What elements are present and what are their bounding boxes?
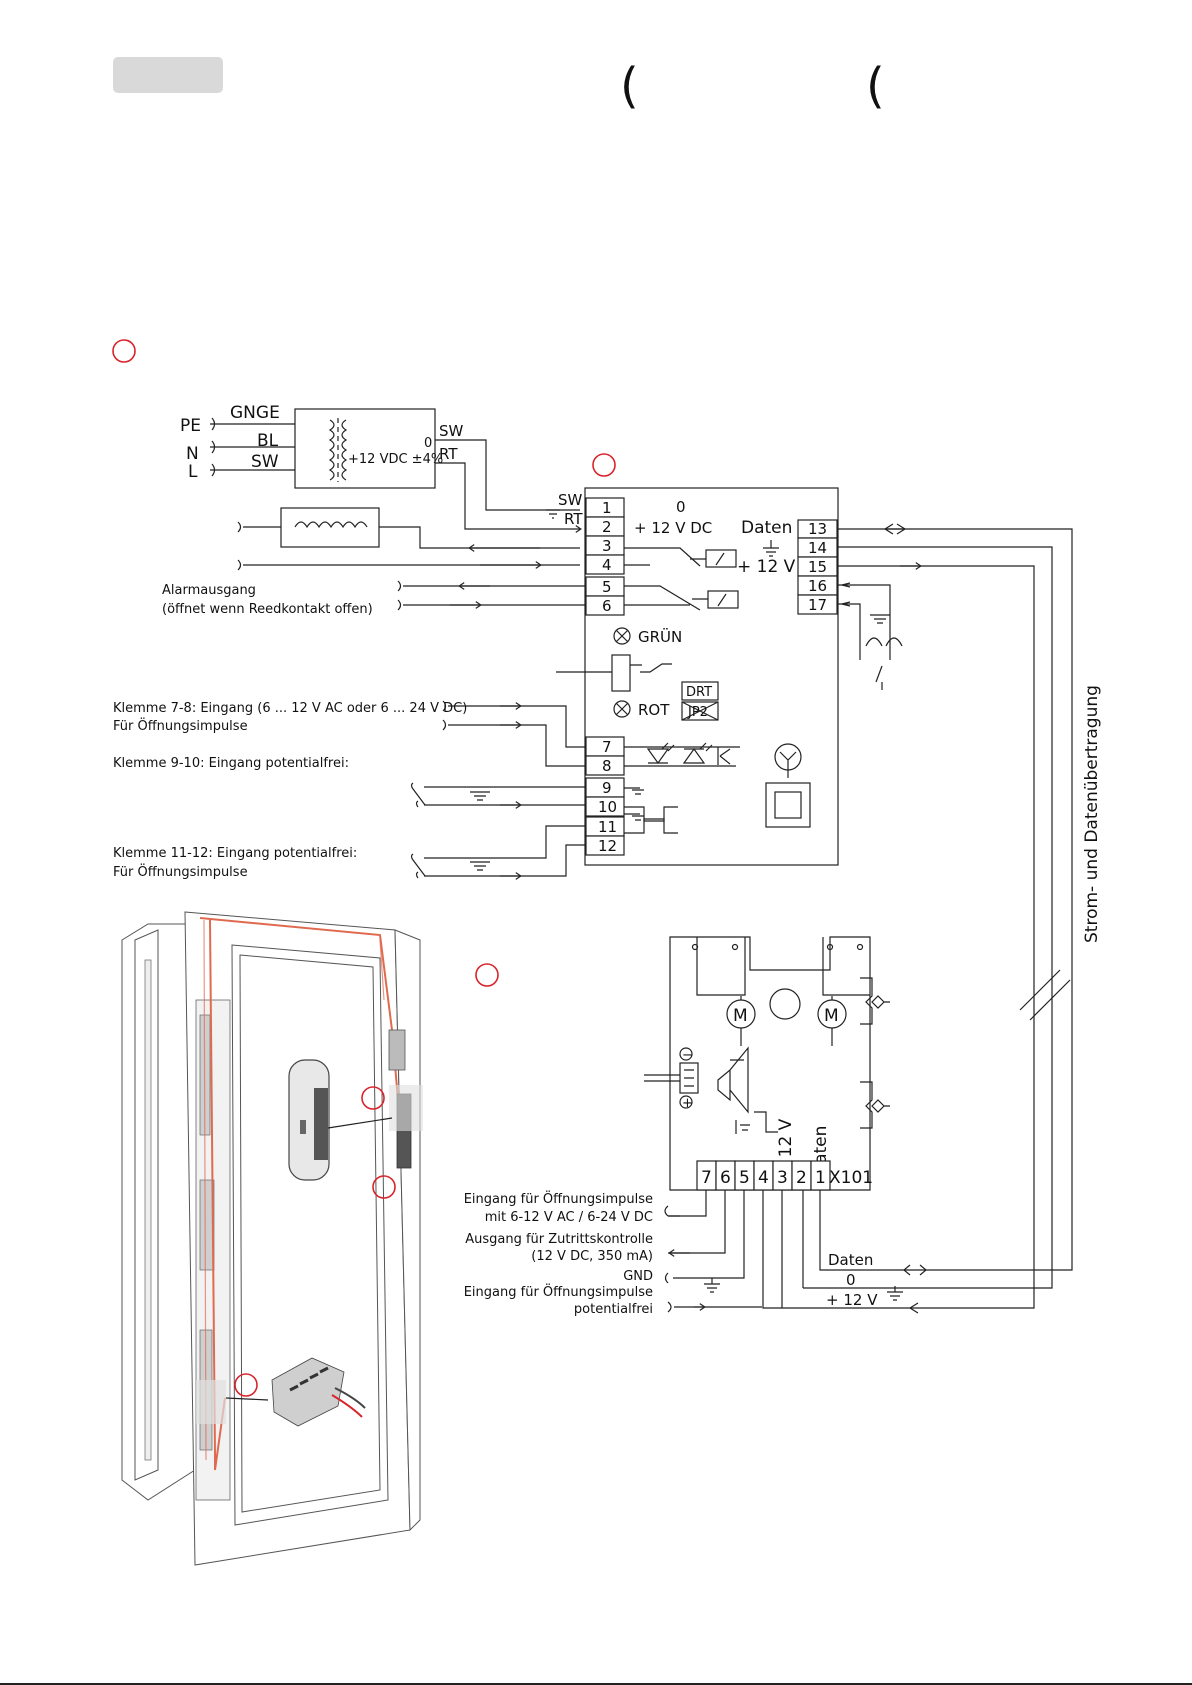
terminal-label: 5 [602,578,612,596]
motor-left-label: (12 V DC, 350 mA) [531,1249,653,1264]
terminal-label: 6 [720,1168,731,1188]
psu-terminal-pe: PE [180,416,201,436]
ctrl-left-terminals: 1 2 3 4 5 6 7 8 9 10 11 12 [585,497,625,856]
terminal-label: 12 [598,837,617,855]
ctrl-led-green: GRÜN [638,627,682,646]
ctrl-right-terminals: 13 14 15 16 17 [797,519,838,615]
ctrl-plus12-label: + 12 V [737,557,796,577]
psu-wire-bl: BL [257,431,279,451]
motor-left-label: Eingang für Öffnungsimpulse [464,1190,653,1207]
callout-circle [372,1175,396,1199]
terminal-label: 10 [598,798,617,816]
terminal-label: 11 [598,818,617,836]
terminal-label: 5 [739,1168,750,1188]
motor-bus-data: Daten [828,1251,873,1269]
callout-circle [234,1373,258,1397]
ctrl-zero-label: 0 [676,498,686,516]
terminal-label: 14 [808,539,827,557]
psu-out-wire-sw: SW [439,422,464,440]
input-annotations: Alarmausgang (öffnet wenn Reedkontakt of… [113,580,586,880]
ctrl-internals: GRÜN DRT JP2 ROT [556,547,811,834]
bus-lines: Strom- und Datenübertragung [780,523,1102,1314]
ctrl-led-red: ROT [638,701,670,719]
ctrl-data-label: Daten [741,518,792,538]
motor-left-label: potentialfrei [574,1302,653,1317]
terminal-label: 8 [602,757,612,775]
terminal-label: 15 [808,558,827,576]
motor-terminals: 7 6 5 4 3 2 1 [696,1160,831,1191]
header-tab [113,57,223,93]
terminal-label: 4 [602,556,612,574]
psu-wire-gnge: GNGE [230,403,280,423]
psu-terminal-n: N [186,444,199,464]
k1112-title: Klemme 11-12: Eingang potentialfrei: [113,846,357,861]
ctrl-supply-label: + 12 V DC [634,519,712,537]
callout-circle [112,339,136,363]
ctrl-wire-sw: SW [558,491,583,509]
terminal-label: 2 [796,1168,807,1188]
ctrl-jp2-label: JP2 [687,705,708,720]
k78-sub: Für Öffnungsimpulse [113,717,248,734]
terminal-label: 7 [701,1168,712,1188]
terminal-label: 13 [808,520,827,538]
header-paren-2: ( [866,58,885,114]
psu-terminal-l: L [188,462,198,482]
terminal-label: 2 [602,518,612,536]
door-illustration [121,911,423,1566]
motor-bus-plus12: + 12 V [826,1291,878,1309]
k78-title: Klemme 7-8: Eingang (6 ... 12 V AC oder … [113,701,467,716]
power-supply: PE N L GNGE BL SW 0 +12 VDC ±4% SW RT [180,403,582,533]
psu-wire-sw: SW [251,452,279,472]
terminal-label: 3 [777,1168,788,1188]
motor-left-label: Ausgang für Zutrittskontrolle [465,1232,653,1247]
alarm-title: Alarmausgang [162,583,256,598]
alarm-note: (öffnet wenn Reedkontakt offen) [162,602,373,617]
terminal-label: 1 [815,1168,826,1188]
terminal-label: 3 [602,537,612,555]
motor-x101: X101 [829,1168,873,1188]
motor-left-label: GND [623,1269,653,1284]
ctrl-wire-rt: RT [564,510,583,528]
psu-output-label: +12 VDC ±4% [348,452,443,467]
terminal-label: 6 [602,597,612,615]
motor-label: M [733,1006,748,1026]
callout-circle [361,1086,385,1110]
ctrl-drt-box [681,681,719,701]
terminal-label: 7 [602,738,612,756]
motor-plus: + [682,1096,693,1111]
choke-feed [237,507,580,571]
k1112-sub: Für Öffnungsimpulse [113,863,248,880]
terminal-label: 16 [808,577,827,595]
motor-bus-zero: 0 [846,1271,856,1289]
motor-wiring: Daten 0 + 12 V Eingang für Öffnungsimpul… [464,1190,905,1317]
callout-circle [475,963,499,987]
terminal-label: 9 [602,779,612,797]
header-paren-1: ( [620,58,639,114]
motor-unit: M M − + + 12 V 0 Daten X101 [644,936,890,1191]
k910-title: Klemme 9-10: Eingang potentialfrei: [113,756,349,771]
callout-circle [592,453,616,477]
motor-label: M [824,1006,839,1026]
ctrl-drt-label: DRT [686,685,712,700]
terminal-label: 17 [808,596,827,614]
psu-output-zero: 0 [424,436,432,451]
motor-left-label: Eingang für Öffnungsimpulse [464,1283,653,1300]
terminal-label: 4 [758,1168,769,1188]
transmission-label: Strom- und Datenübertragung [1082,685,1102,943]
motor-minus: − [682,1048,693,1063]
motor-left-label: mit 6-12 V AC / 6-24 V DC [485,1210,653,1225]
psu-out-wire-rt: RT [439,445,458,463]
terminal-label: 1 [602,499,612,517]
